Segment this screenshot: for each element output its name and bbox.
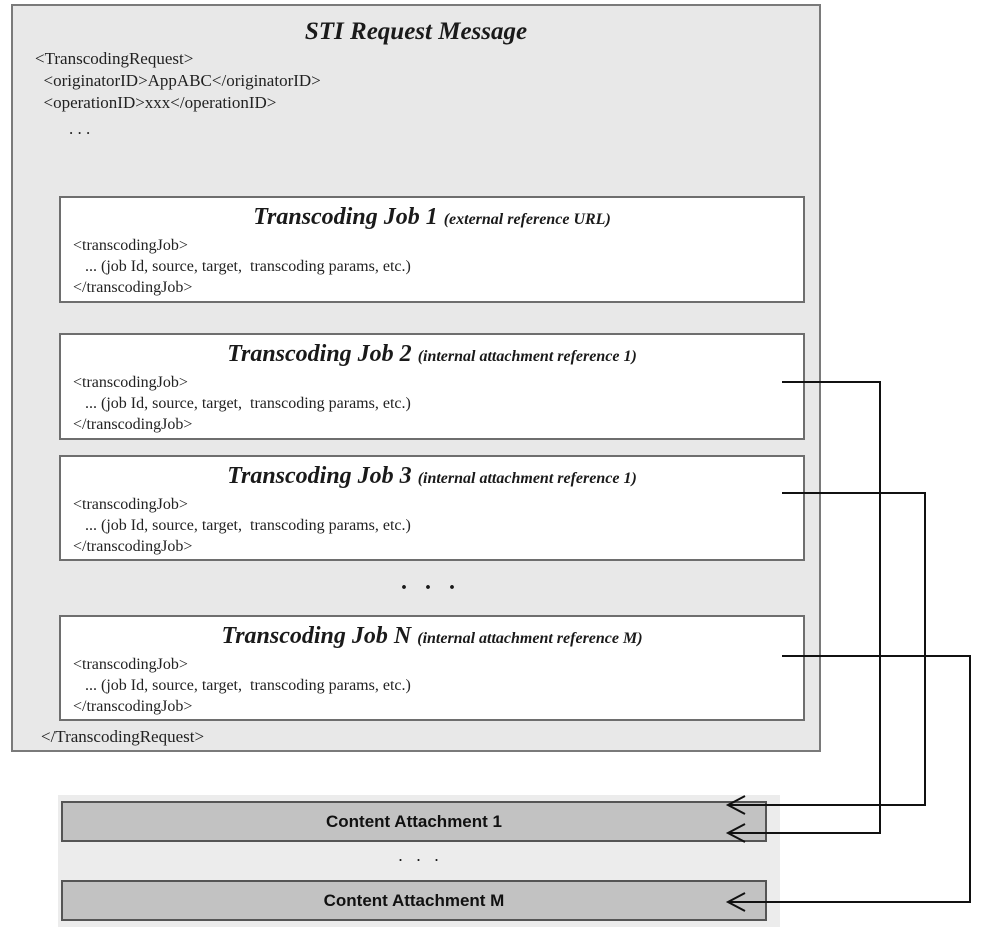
- job-title-subtitle: (internal attachment reference 1): [417, 470, 637, 487]
- job-open-tag: <transcodingJob>: [73, 656, 188, 673]
- job-close-tag: </transcodingJob>: [73, 416, 193, 433]
- job-open-tag: <transcodingJob>: [73, 374, 188, 391]
- connector-job2-to-attachment1: [728, 381, 881, 834]
- request-title: STI Request Message: [304, 18, 528, 45]
- job-close-tag: </transcodingJob>: [73, 279, 193, 296]
- transcoding-job-2-box: Transcoding Job 2 (internal attachment r…: [59, 333, 805, 440]
- request-close-tag: </TranscodingRequest>: [41, 727, 205, 746]
- job-body: ... (job Id, source, target, transcoding…: [73, 517, 411, 534]
- jobs-ellipsis: · · ·: [400, 575, 462, 601]
- job-lines: <transcodingJob> ... (job Id, source, ta…: [73, 235, 411, 298]
- job-open-tag: <transcodingJob>: [73, 496, 188, 513]
- transcoding-job-3-box: Transcoding Job 3 (internal attachment r…: [59, 455, 805, 561]
- arrowhead-jobn: [725, 892, 746, 912]
- request-open-tag: <TranscodingRequest>: [35, 49, 194, 68]
- job-close-tag: </transcodingJob>: [73, 698, 193, 715]
- job-title-subtitle: (internal attachment reference M): [417, 630, 643, 647]
- job-body: ... (job Id, source, target, transcoding…: [73, 395, 411, 412]
- job-title-main: Transcoding Job 2: [227, 341, 412, 367]
- content-attachment-m: Content Attachment M: [61, 880, 767, 921]
- transcoding-job-1-box: Transcoding Job 1 (external reference UR…: [59, 196, 805, 303]
- job-title-subtitle: (external reference URL): [443, 211, 611, 228]
- content-attachment-1: Content Attachment 1: [61, 801, 767, 842]
- job-close-tag: </transcodingJob>: [73, 538, 193, 555]
- arrowhead-job3: [725, 795, 746, 815]
- originator-id-line: <originatorID>AppABC</originatorID>: [35, 71, 321, 90]
- job-title-main: Transcoding Job N: [221, 623, 412, 649]
- job-body: ... (job Id, source, target, transcoding…: [73, 677, 411, 694]
- job-lines: <transcodingJob> ... (job Id, source, ta…: [73, 372, 411, 435]
- attachments-ellipsis: . . .: [398, 845, 444, 865]
- job-lines: <transcodingJob> ... (job Id, source, ta…: [73, 654, 411, 717]
- job-open-tag: <transcodingJob>: [73, 237, 188, 254]
- job-lines: <transcodingJob> ... (job Id, source, ta…: [73, 494, 411, 557]
- job-title: Transcoding Job 3 (internal attachment r…: [61, 463, 803, 490]
- transcoding-job-n-box: Transcoding Job N (internal attachment r…: [59, 615, 805, 721]
- connector-jobn-to-attachment-m: [728, 655, 971, 903]
- job-title: Transcoding Job 1 (external reference UR…: [61, 204, 803, 231]
- arrowhead-job2: [725, 823, 746, 843]
- job-title-subtitle: (internal attachment reference 1): [417, 348, 637, 365]
- job-title-main: Transcoding Job 1: [253, 204, 438, 230]
- job-title-main: Transcoding Job 3: [227, 463, 412, 489]
- job-title: Transcoding Job N (internal attachment r…: [61, 623, 803, 650]
- connector-job3-to-attachment1: [728, 492, 926, 806]
- request-ellipsis: . . .: [35, 119, 91, 138]
- operation-id-line: <operationID>xxx</operationID>: [35, 93, 277, 112]
- job-body: ... (job Id, source, target, transcoding…: [73, 258, 411, 275]
- job-title: Transcoding Job 2 (internal attachment r…: [61, 341, 803, 368]
